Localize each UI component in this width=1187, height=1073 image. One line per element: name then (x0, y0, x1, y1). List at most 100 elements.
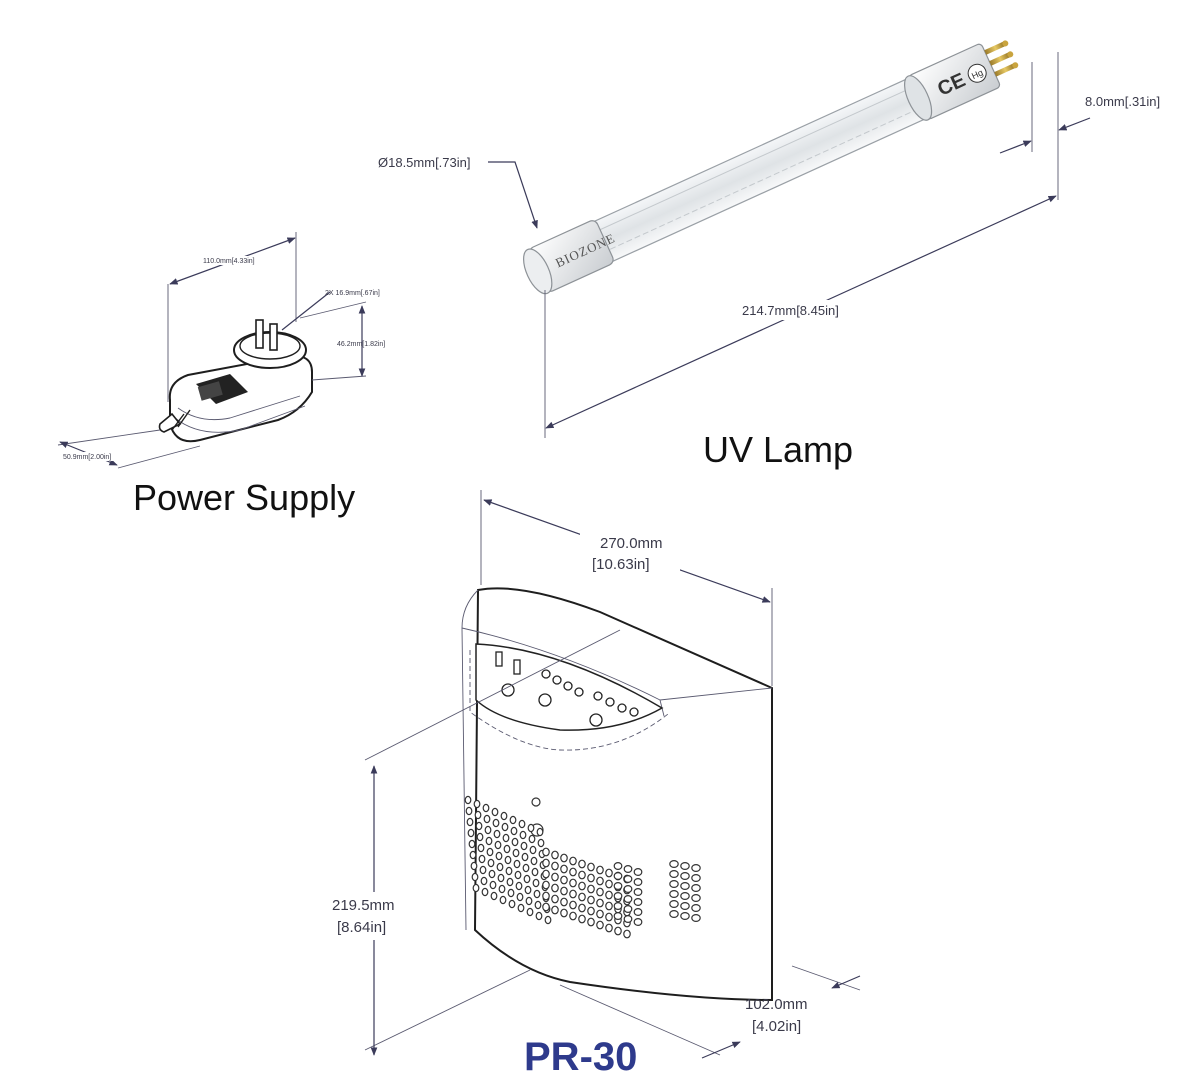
vent-hole (478, 854, 486, 864)
vent-hole (467, 828, 475, 838)
vent-hole (542, 880, 550, 890)
pr30-width-dimension: 270.0mm [10.63in] (480, 490, 773, 686)
vent-hole (578, 903, 586, 913)
vent-hole (471, 872, 479, 882)
lamp-pin-length-dimension: 8.0mm[.31in] (999, 52, 1160, 200)
uv-lamp-tube: BIOZONE CE Hg (523, 40, 1019, 295)
vent-hole (522, 863, 530, 873)
vent-hole (691, 883, 701, 892)
vent-hole (691, 903, 701, 912)
vent-hole (587, 917, 595, 927)
vent-hole (551, 883, 559, 893)
vent-hole (623, 904, 633, 913)
vent-hole (613, 881, 623, 890)
vent-hole (480, 876, 488, 886)
pr30-height-dimension: 219.5mm [8.64in] (328, 629, 621, 1056)
vent-hole (466, 817, 474, 827)
vent-hole (527, 823, 535, 833)
vent-hole (468, 839, 476, 849)
vent-hole (515, 881, 523, 891)
lamp-hg-mark: Hg (970, 67, 985, 81)
vent-hole (551, 894, 559, 904)
vent-hole (535, 911, 543, 921)
vent-hole (596, 887, 604, 897)
vent-hole (488, 869, 496, 879)
vent-hole (542, 891, 550, 901)
vent-hole (525, 896, 533, 906)
vent-hole (669, 899, 679, 908)
vent-hole (551, 861, 559, 871)
uv-lamp-caption: UV Lamp (703, 429, 853, 470)
uv-lamp-drawing: BIOZONE CE Hg Ø18.5mm[.73in] (378, 40, 1160, 470)
vent-hole (509, 815, 517, 825)
vent-hole (596, 876, 604, 886)
vent-hole (680, 861, 690, 870)
power-supply-width-dimension: 110.0mm[4.33in] (167, 232, 297, 402)
vent-hole (691, 913, 701, 922)
vent-hole (587, 895, 595, 905)
pr30-indicator-small (531, 797, 541, 807)
pr30-product-label: PR-30 (524, 1035, 637, 1073)
pr30-width-in: [10.63in] (592, 556, 650, 573)
pr30-height-mm: 219.5mm (332, 897, 395, 914)
lamp-pin-length-label: 8.0mm[.31in] (1085, 94, 1160, 109)
vent-hole (680, 911, 690, 920)
vent-hole (623, 874, 633, 883)
vent-hole (669, 869, 679, 878)
vent-hole (497, 873, 505, 883)
vent-hole (506, 877, 514, 887)
vent-hole (669, 889, 679, 898)
vent-hole (613, 911, 623, 920)
vent-hole (623, 864, 633, 873)
vent-hole (691, 893, 701, 902)
vent-hole (510, 826, 518, 836)
pr30-width-mm: 270.0mm (600, 535, 663, 552)
vent-hole (680, 881, 690, 890)
pr30-depth-in: [4.02in] (752, 1018, 801, 1035)
pr30-body (461, 587, 773, 1002)
vent-hole (465, 806, 473, 816)
vent-hole (560, 875, 568, 885)
vent-hole (560, 897, 568, 907)
vent-hole (505, 866, 513, 876)
vent-hole (489, 880, 497, 890)
power-supply-depth-label: 50.9mm[2.00in] (63, 454, 111, 461)
vent-hole (514, 870, 522, 880)
vent-hole (518, 819, 526, 829)
vent-hole (536, 827, 544, 837)
vent-hole (633, 907, 643, 916)
vent-hole (494, 840, 502, 850)
vent-hole (569, 900, 577, 910)
vent-hole (511, 837, 519, 847)
lamp-pins (984, 40, 1019, 77)
vent-hole (596, 898, 604, 908)
vent-hole (613, 901, 623, 910)
power-supply-depth-dimension: 50.9mm[2.00in] (57, 429, 201, 469)
vent-hole (517, 903, 525, 913)
vent-hole (491, 807, 499, 817)
vent-hole (524, 885, 532, 895)
vent-hole (587, 884, 595, 894)
vent-hole (578, 914, 586, 924)
vent-hole (512, 848, 520, 858)
vent-hole (551, 905, 559, 915)
vent-hole (569, 911, 577, 921)
vent-hole (578, 870, 586, 880)
vent-hole (596, 909, 604, 919)
vent-hole (633, 887, 643, 896)
vent-hole (669, 859, 679, 868)
vent-hole (520, 841, 528, 851)
power-supply-prong-left (255, 319, 264, 349)
vent-hole (613, 891, 623, 900)
vent-hole (532, 878, 540, 888)
power-supply-prong-right (269, 323, 278, 351)
vent-hole (551, 850, 559, 860)
vent-hole (623, 914, 633, 923)
vent-hole (473, 799, 481, 809)
vent-hole (503, 844, 511, 854)
vent-hole (495, 851, 503, 861)
vent-hole (513, 859, 521, 869)
vent-hole (475, 821, 483, 831)
vent-hole (529, 845, 537, 855)
vent-hole (470, 861, 478, 871)
